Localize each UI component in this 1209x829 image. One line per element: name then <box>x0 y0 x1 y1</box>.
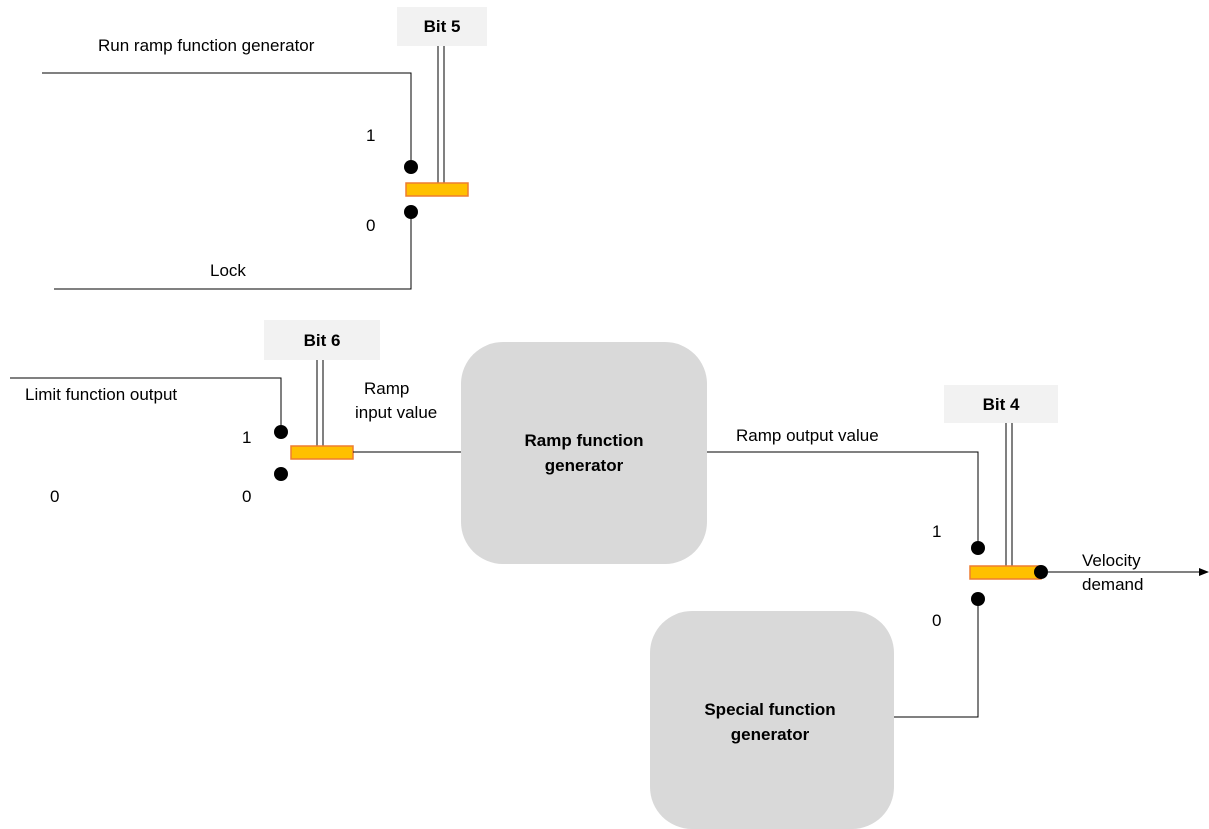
ramp-function-generator-block: Ramp function generator Ramp output valu… <box>461 342 979 564</box>
bit5-input-1-label: Run ramp function generator <box>98 36 315 55</box>
bit5-pos-0: 0 <box>366 216 375 235</box>
bit5-label: Bit 5 <box>424 17 461 36</box>
bit6-input-1-label: Limit function output <box>25 385 177 404</box>
ramp-block-box <box>461 342 707 564</box>
ramp-block-title-line1: Ramp function <box>525 431 644 450</box>
bit4-contact-0 <box>971 592 985 606</box>
bit6-contact-0 <box>274 467 288 481</box>
bit6-input-0-value: 0 <box>50 487 59 506</box>
bit5-input-0-wire <box>54 219 412 290</box>
bit6-label-box <box>264 320 380 360</box>
bit6-pos-0: 0 <box>242 487 251 506</box>
bit6-switch-bar <box>290 445 354 460</box>
bit4-contact-1 <box>971 541 985 555</box>
bit4-label: Bit 4 <box>983 395 1020 414</box>
bit4-label-box <box>944 385 1058 423</box>
switch-bit6: Bit 6 Limit function output 1 0 0 Ramp i… <box>10 320 461 506</box>
special-function-generator-block: Special function generator <box>650 606 979 829</box>
ramp-block-title-line2: generator <box>545 456 624 475</box>
bit5-contact-1 <box>404 160 418 174</box>
bit4-pos-0: 0 <box>932 611 941 630</box>
switch-bit5: Bit 5 Run ramp function generator 1 0 Lo… <box>42 7 487 290</box>
bit5-input-0-label: Lock <box>210 261 246 280</box>
special-output-wire <box>894 606 979 718</box>
ramp-output-wire <box>707 451 979 541</box>
bit5-label-box <box>397 7 487 46</box>
bit4-output-label-line2: demand <box>1082 575 1143 594</box>
special-block-box <box>650 611 894 829</box>
bit5-input-1-wire <box>42 72 412 160</box>
bit4-output-label-line1: Velocity <box>1082 551 1141 570</box>
bit6-output-label-line1: Ramp <box>364 379 409 398</box>
bit6-label: Bit 6 <box>304 331 341 350</box>
switch-bit4: Bit 4 1 0 Velocity demand <box>932 385 1209 630</box>
bit4-pos-1: 1 <box>932 522 941 541</box>
special-block-title-line2: generator <box>731 725 810 744</box>
special-block-title-line1: Special function <box>704 700 835 719</box>
bit6-input-1-wire <box>10 377 282 425</box>
bit5-contact-0 <box>404 205 418 219</box>
bit6-output-label-line2: input value <box>355 403 437 422</box>
bit6-contact-1 <box>274 425 288 439</box>
ramp-output-label: Ramp output value <box>736 426 879 445</box>
bit4-switch-bar <box>969 565 1042 580</box>
bit6-pos-1: 1 <box>242 428 251 447</box>
bit5-pos-1: 1 <box>366 126 375 145</box>
bit4-output-contact <box>1034 565 1048 579</box>
bit5-switch-bar <box>405 182 469 197</box>
